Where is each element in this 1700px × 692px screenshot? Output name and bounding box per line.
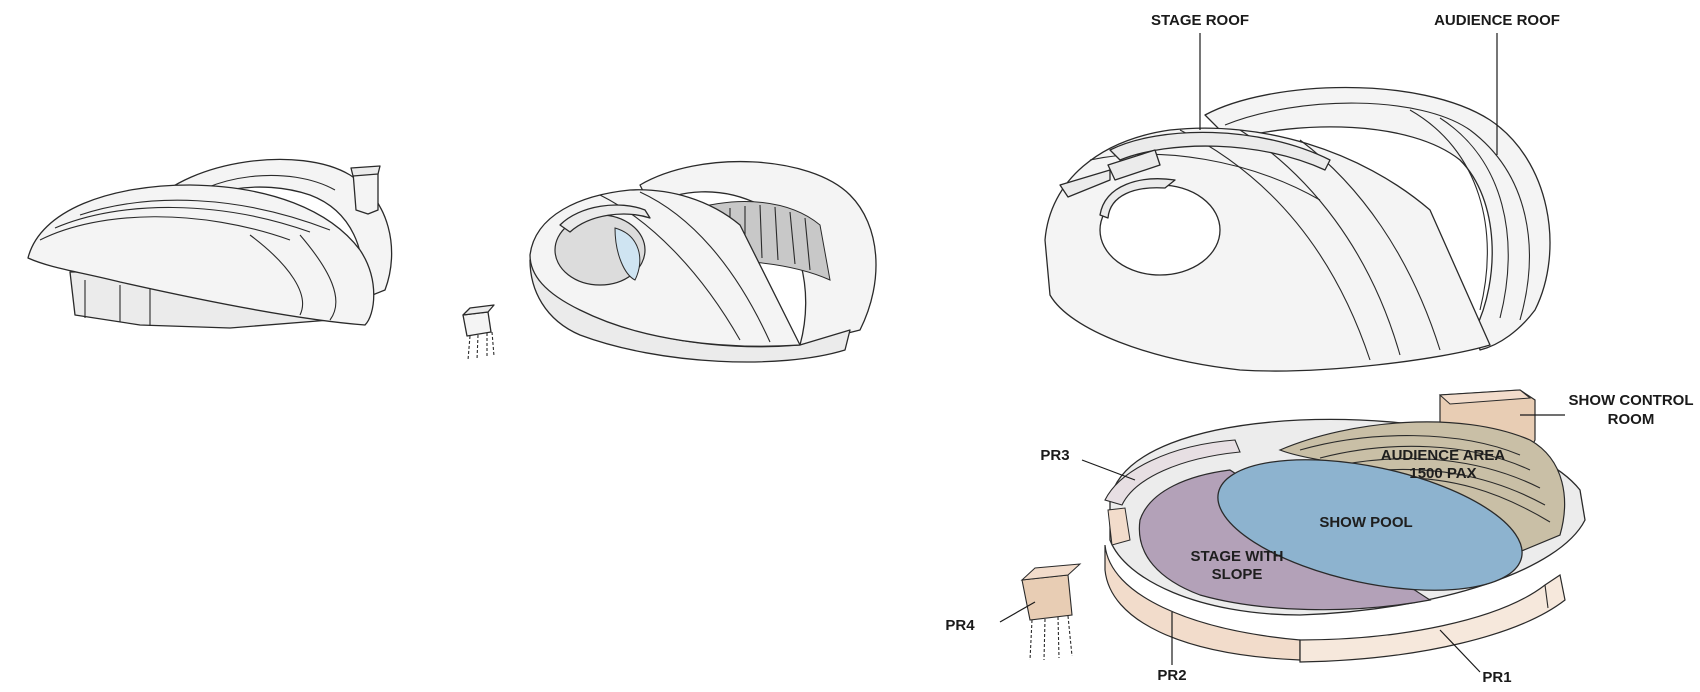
leader-lines <box>999 33 1565 673</box>
pr4-shape <box>1021 574 1073 621</box>
pr4-label: PR4 <box>945 617 975 634</box>
pr3-label: PR3 <box>1040 447 1069 464</box>
view-closed-dome <box>27 158 393 329</box>
stage-roof-label: STAGE ROOF <box>1151 12 1249 29</box>
show-pool-label: SHOW POOL <box>1319 514 1412 531</box>
show-control-room-label-line2: ROOM <box>1608 411 1655 428</box>
show-control-room-label-line1: SHOW CONTROL <box>1569 392 1694 409</box>
pr1-label: PR1 <box>1482 669 1511 686</box>
show-pool-shape <box>1217 459 1523 591</box>
view-small-booth <box>462 304 495 361</box>
audience-roof-label: AUDIENCE ROOF <box>1434 12 1560 29</box>
audience-roof-shape <box>1204 86 1551 351</box>
pr1-shape <box>1299 574 1566 663</box>
view-open-dome <box>529 160 877 363</box>
stage-with-slope-label-line2: SLOPE <box>1212 566 1263 583</box>
view-exploded-roof <box>1044 86 1551 372</box>
view-stage-level <box>1020 389 1586 663</box>
audience-area-label-line1: AUDIENCE AREA <box>1381 447 1506 464</box>
pr3-shape <box>1104 439 1241 506</box>
labels: STAGE ROOF AUDIENCE ROOF SHOW CONTROL RO… <box>945 12 1693 686</box>
audience-area-label-line2: 1500 PAX <box>1409 465 1476 482</box>
pr2-label: PR2 <box>1157 667 1186 684</box>
stage-with-slope-label-line1: STAGE WITH <box>1190 548 1283 565</box>
